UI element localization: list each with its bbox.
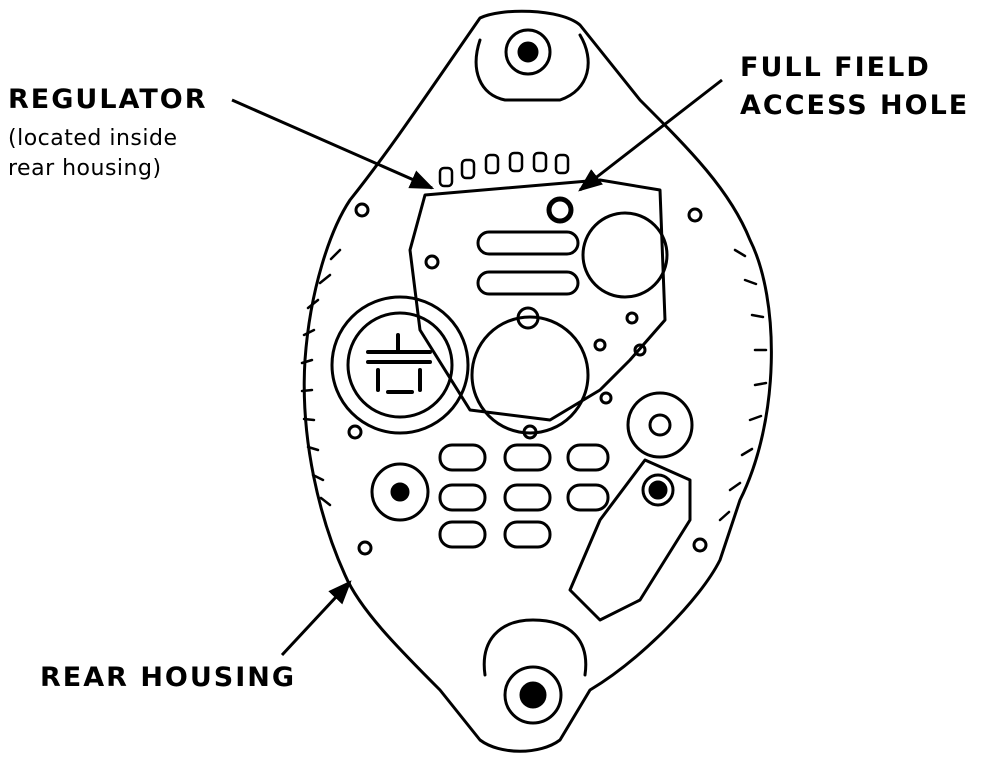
full-field-label-line-1: FULL FIELD — [740, 52, 931, 83]
brush-holder-boss — [581, 211, 669, 299]
top-mount-lug — [504, 28, 552, 76]
full-field-leader-arrow — [578, 78, 723, 192]
regulator-label: REGULATOR — [8, 84, 208, 115]
b-terminal-bracket — [568, 458, 692, 622]
cooling-fins-left — [300, 248, 342, 507]
regulator-cover — [408, 178, 667, 422]
regulator-leader-arrow — [231, 98, 435, 190]
cooling-fins-top — [438, 151, 570, 188]
b-terminal-stud-icon — [641, 473, 675, 507]
lower-vent-slots — [438, 443, 610, 549]
full-field-label-line-2: ACCESS HOLE — [740, 90, 970, 121]
lower-left-boss — [370, 462, 430, 522]
regulator-note-line-1: (located inside — [8, 126, 178, 151]
regulator-note-line-2: rear housing) — [8, 156, 162, 181]
bottom-mount-lug — [503, 665, 563, 725]
rear-housing-outline — [302, 9, 773, 753]
full-field-access-hole — [546, 196, 574, 224]
cooling-fins-right — [718, 248, 768, 522]
rear-housing-leader-arrow — [280, 580, 352, 657]
connector-terminal-icon — [330, 295, 470, 435]
rear-housing-label: REAR HOUSING — [40, 662, 297, 693]
bearing-cap — [470, 315, 590, 435]
lower-right-boss — [626, 391, 694, 459]
